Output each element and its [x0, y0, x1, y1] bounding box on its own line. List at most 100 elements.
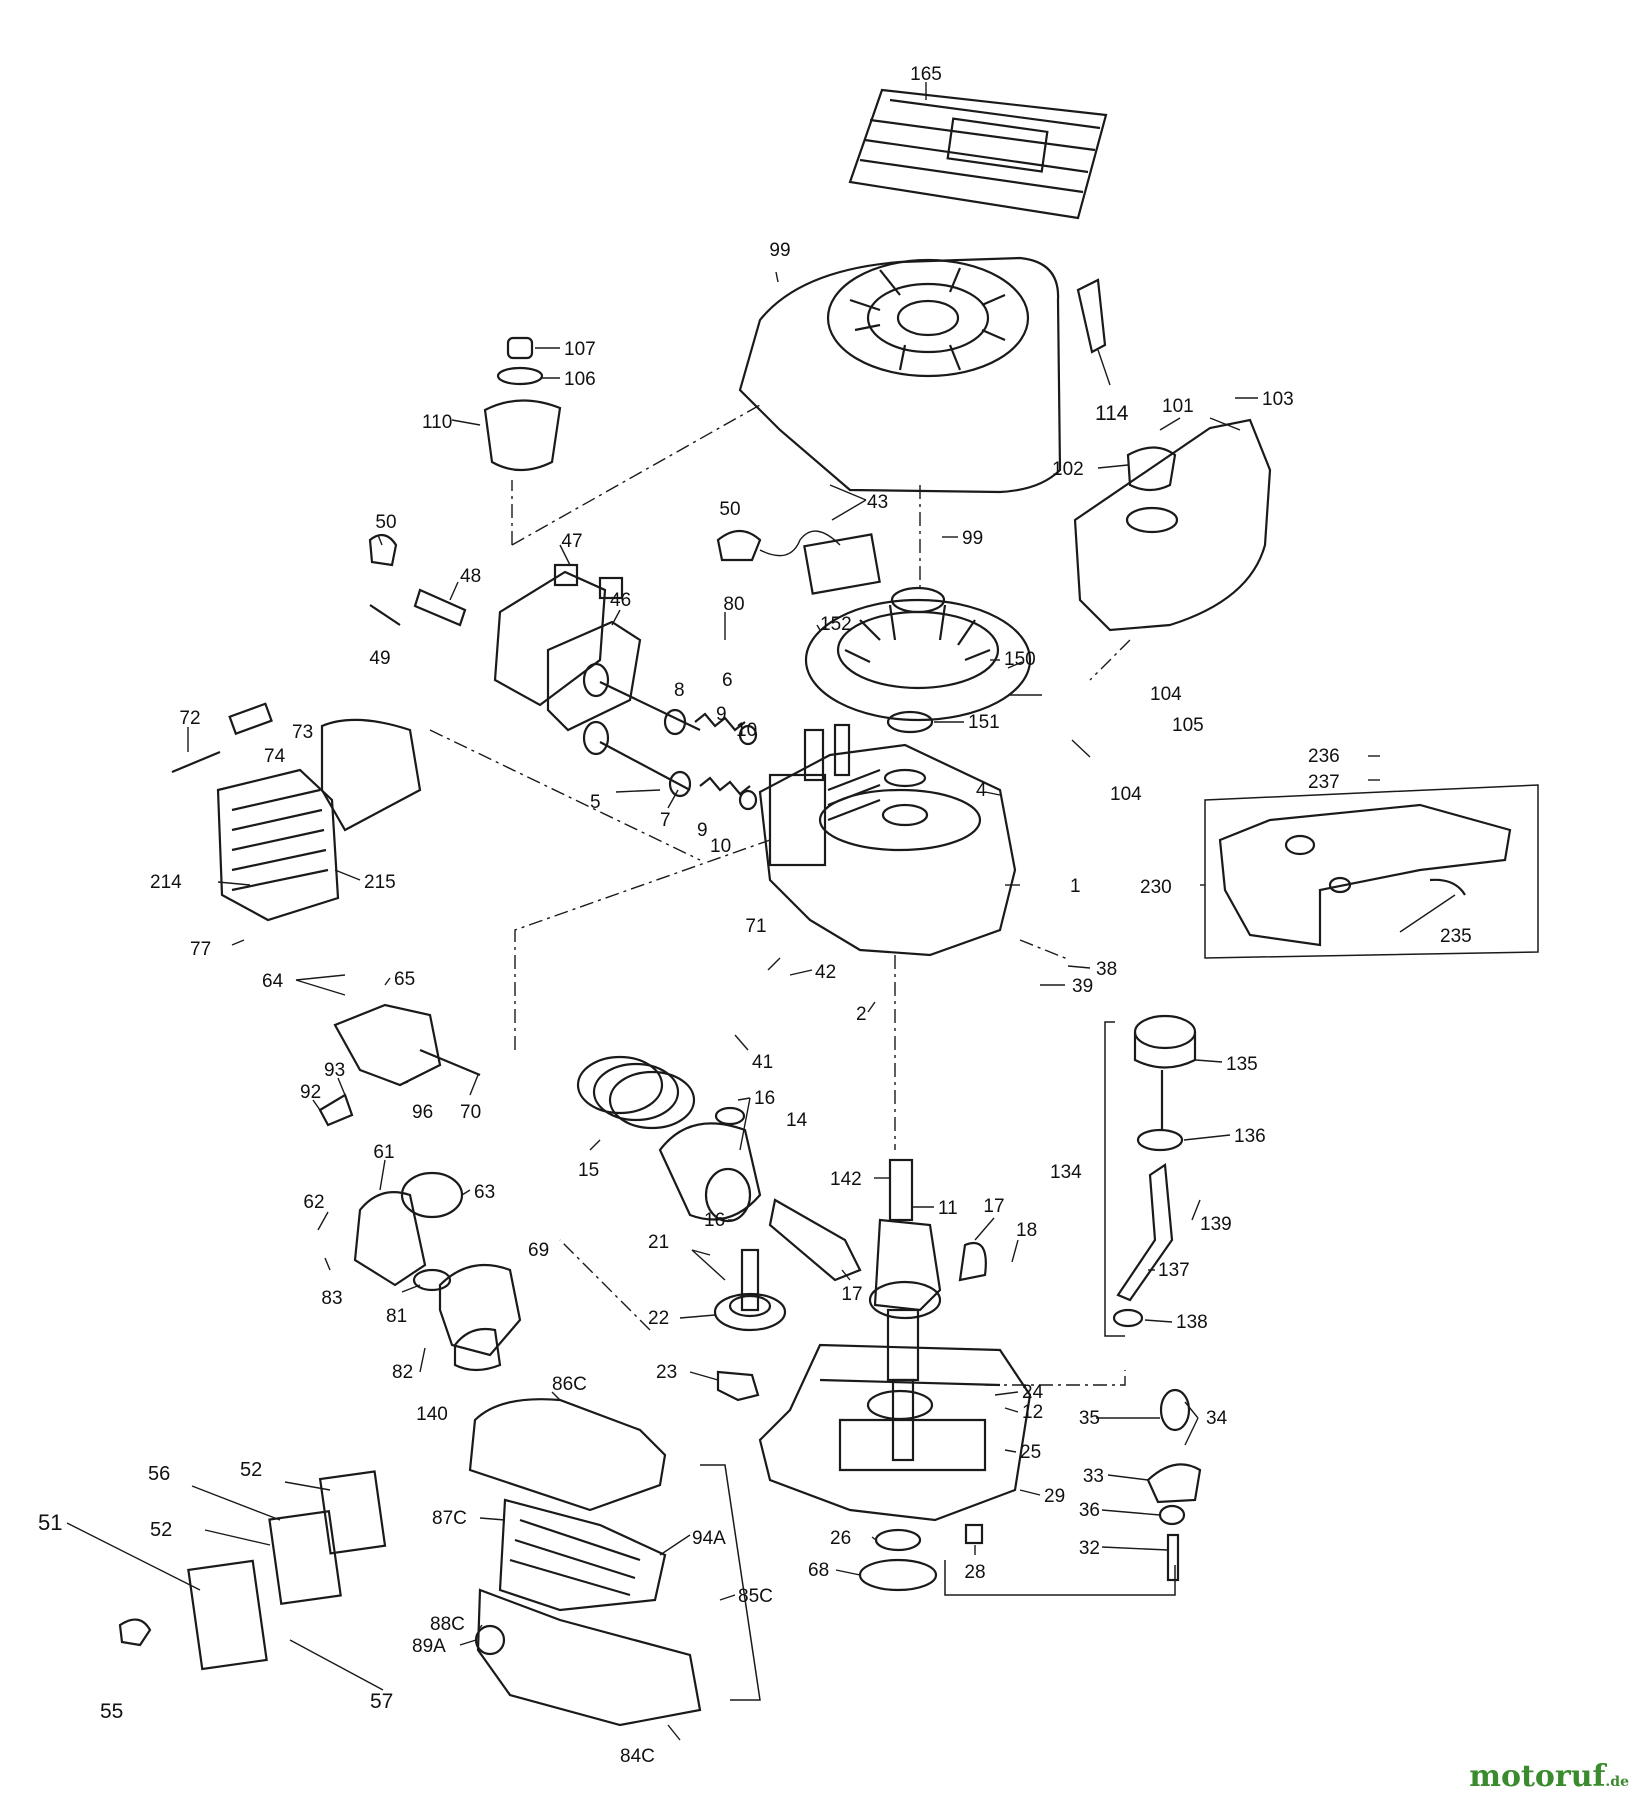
- washer-106: [496, 366, 544, 386]
- label-77: 77: [190, 939, 211, 960]
- label-80: 80: [723, 594, 744, 615]
- piston-group: [576, 1055, 862, 1282]
- label-165: 165: [910, 64, 942, 85]
- label-48: 48: [460, 566, 481, 587]
- air-filter: [468, 1398, 702, 1727]
- label-15: 15: [578, 1160, 599, 1181]
- label-38: 38: [1096, 959, 1117, 980]
- leader-lines: [66, 82, 1456, 1741]
- label-39: 39: [1072, 976, 1093, 997]
- label-135: 135: [1226, 1054, 1258, 1075]
- label-42: 42: [815, 962, 836, 983]
- seal-26: [874, 1528, 922, 1552]
- label-82: 82: [392, 1362, 413, 1383]
- label-134: 134: [1050, 1162, 1082, 1183]
- fuel-tank: [1073, 418, 1272, 632]
- label-151: 151: [968, 712, 1000, 733]
- label-72: 72: [179, 708, 200, 729]
- watermark-logo: motoruf.de: [1469, 1759, 1629, 1794]
- label-28: 28: [964, 1562, 985, 1583]
- label-9: 9: [716, 704, 727, 725]
- label-50-b: 50: [375, 512, 396, 533]
- label-142: 142: [830, 1169, 862, 1190]
- label-215: 215: [364, 872, 396, 893]
- label-29: 29: [1044, 1486, 1065, 1507]
- label-10: 10: [736, 720, 757, 741]
- label-138: 138: [1176, 1312, 1208, 1333]
- label-2: 2: [856, 1004, 867, 1025]
- label-9-b: 9: [697, 820, 708, 841]
- camshaft-gear: [713, 1248, 787, 1332]
- engine-block: [758, 723, 1017, 957]
- label-34: 34: [1206, 1408, 1228, 1429]
- label-36: 36: [1079, 1500, 1100, 1521]
- tank-cap-102: [1126, 446, 1177, 492]
- label-139: 139: [1200, 1214, 1232, 1235]
- label-65: 65: [394, 969, 415, 990]
- label-62: 62: [303, 1192, 324, 1213]
- label-10-b: 10: [710, 836, 731, 857]
- bolt-49: [369, 604, 401, 626]
- label-18: 18: [1016, 1220, 1037, 1241]
- label-17: 17: [983, 1196, 1004, 1217]
- label-68: 68: [808, 1560, 829, 1581]
- label-114: 114: [1095, 402, 1129, 425]
- label-7: 7: [660, 810, 671, 831]
- label-237: 237: [1308, 772, 1340, 793]
- gasket-kit-bag: [848, 88, 1108, 220]
- label-32: 32: [1079, 1538, 1100, 1559]
- gasket-81: [412, 1268, 452, 1292]
- label-152: 152: [820, 614, 852, 635]
- clip-89A: [474, 1624, 506, 1656]
- muffler: [171, 702, 422, 922]
- label-64: 64: [262, 971, 284, 992]
- label-23: 23: [656, 1362, 677, 1383]
- label-46: 46: [610, 590, 631, 611]
- label-61: 61: [373, 1142, 394, 1163]
- label-137: 137: [1158, 1260, 1190, 1281]
- label-17-b: 17: [841, 1284, 862, 1305]
- label-84C: 84C: [620, 1746, 655, 1767]
- label-236: 236: [1308, 746, 1340, 767]
- watermark-tld: .de: [1605, 1774, 1629, 1790]
- label-4: 4: [976, 780, 987, 801]
- part-number-labels: 165 99 107 106 110 114 101 103 102 43 99…: [38, 64, 1472, 1767]
- label-49: 49: [369, 648, 390, 669]
- label-101: 101: [1162, 396, 1194, 417]
- label-8: 8: [674, 680, 685, 701]
- label-22: 22: [648, 1308, 669, 1329]
- label-71: 71: [745, 916, 766, 937]
- label-12: 12: [1022, 1402, 1043, 1423]
- label-106: 106: [564, 369, 596, 390]
- label-150: 150: [1004, 649, 1036, 670]
- bracket-assembly: [1204, 784, 1539, 959]
- label-94A: 94A: [692, 1528, 726, 1549]
- label-102: 102: [1052, 459, 1084, 480]
- cylinder-head: [493, 563, 642, 732]
- watermark-main: motoruf: [1469, 1759, 1606, 1794]
- label-104: 104: [1150, 684, 1182, 705]
- label-140: 140: [416, 1404, 448, 1425]
- label-73: 73: [292, 722, 313, 743]
- cup-110: [483, 399, 562, 472]
- label-88C: 88C: [430, 1614, 465, 1635]
- label-35: 35: [1079, 1408, 1100, 1429]
- label-93: 93: [324, 1060, 345, 1081]
- valve-train: [582, 662, 758, 811]
- label-99-b: 99: [962, 528, 983, 549]
- label-14: 14: [786, 1110, 808, 1131]
- label-51: 51: [38, 1510, 62, 1535]
- label-69: 69: [528, 1240, 549, 1261]
- label-107: 107: [564, 339, 596, 360]
- blower-housing: [738, 256, 1107, 494]
- label-105: 105: [1172, 715, 1204, 736]
- label-33: 33: [1083, 1466, 1104, 1487]
- label-11: 11: [938, 1198, 958, 1219]
- label-136: 136: [1234, 1126, 1266, 1147]
- tappet-23: [716, 1370, 760, 1402]
- ignition-module: [803, 533, 881, 595]
- label-52-b: 52: [150, 1519, 172, 1541]
- label-74: 74: [264, 746, 286, 767]
- label-5: 5: [590, 792, 601, 813]
- label-25: 25: [1020, 1442, 1041, 1463]
